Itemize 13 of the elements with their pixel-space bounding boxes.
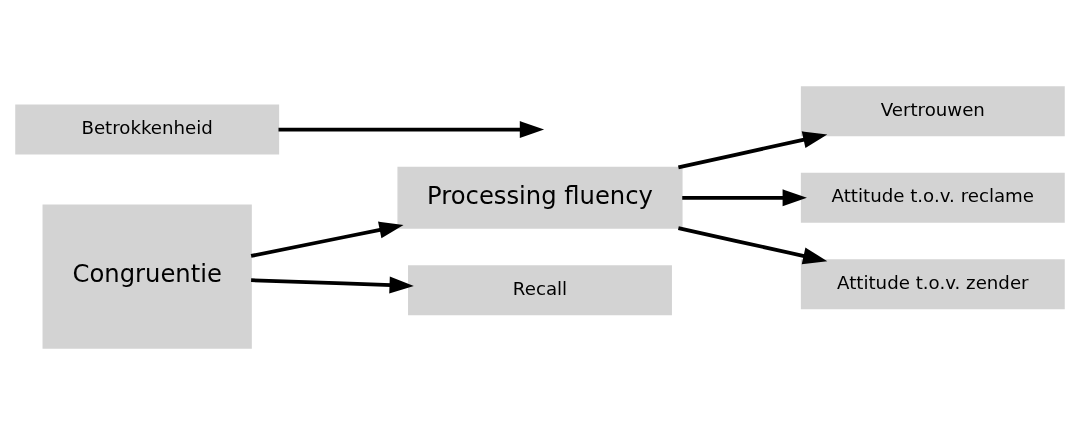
arrow — [251, 276, 414, 294]
arrow — [678, 225, 828, 264]
arrow — [682, 188, 807, 206]
node-box: Processing fluency — [397, 166, 683, 229]
node-box: Attitude t.o.v. reclame — [800, 172, 1065, 223]
arrow — [278, 120, 545, 138]
node-box: Recall — [408, 264, 672, 315]
node-box: Betrokkenheid — [15, 104, 280, 155]
arrow — [250, 221, 404, 258]
node-box: Congruentie — [42, 204, 252, 349]
node-box: Vertrouwen — [800, 85, 1065, 136]
arrow — [678, 130, 828, 169]
node-box: Attitude t.o.v. zender — [800, 258, 1065, 309]
